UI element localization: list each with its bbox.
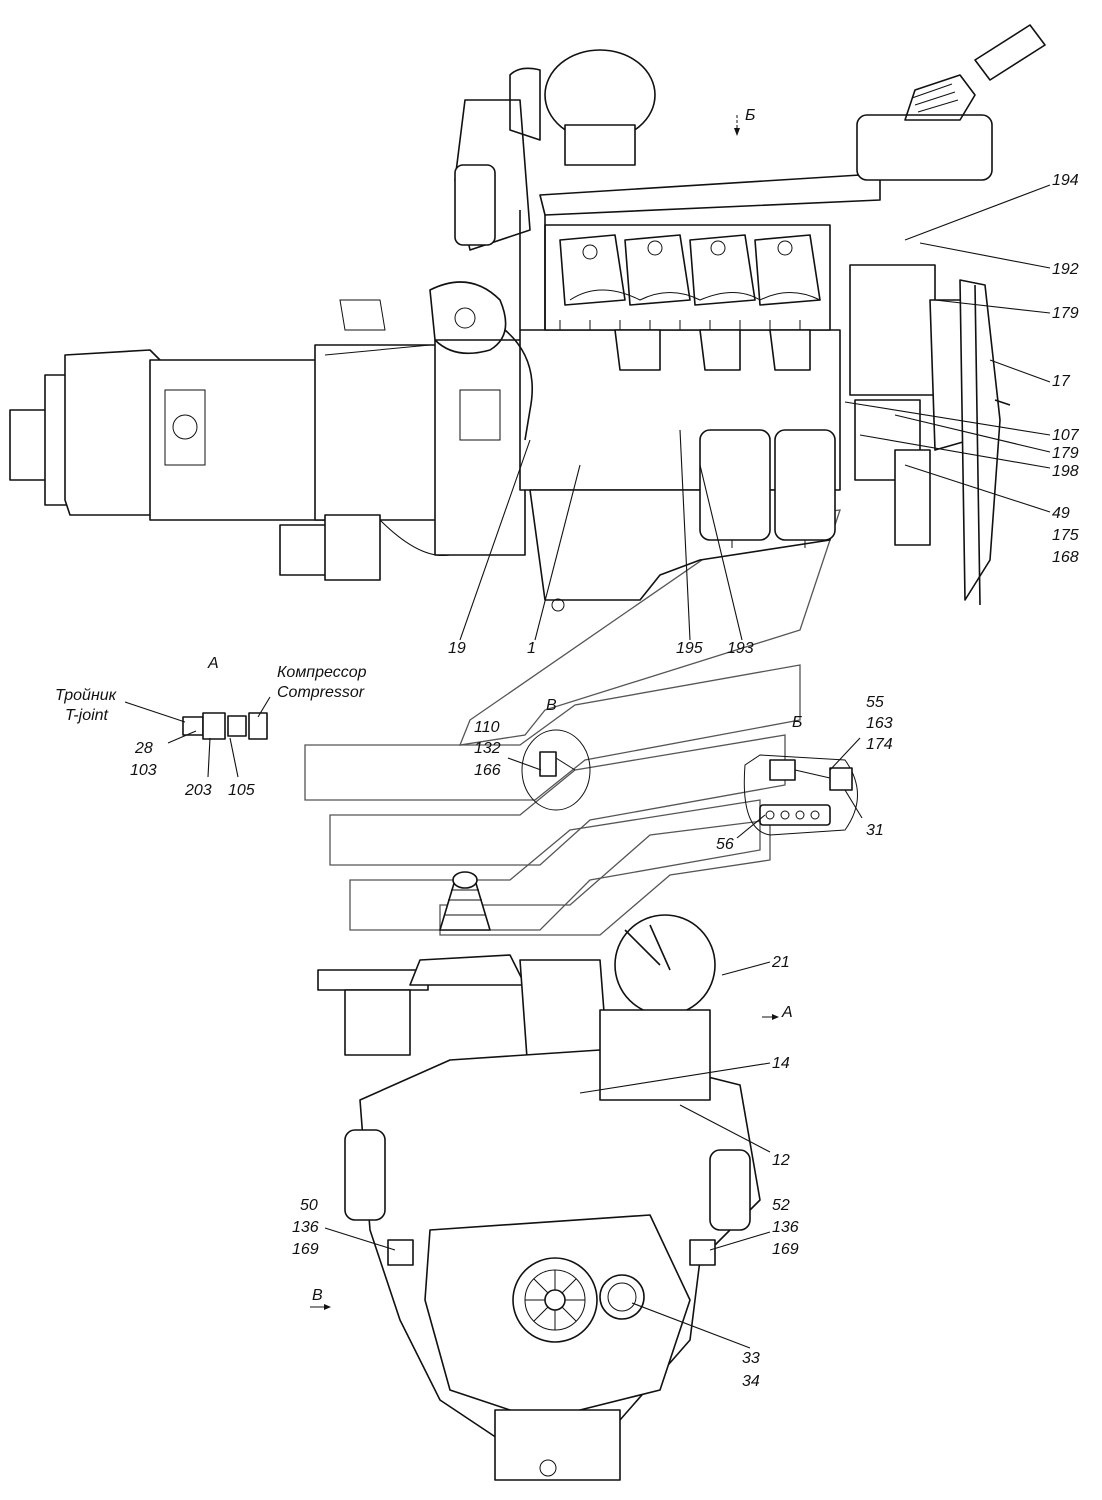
clutch-housing xyxy=(149,359,326,521)
part-label: 55 xyxy=(866,694,884,711)
part-label: 50 xyxy=(300,1197,318,1214)
fan-shroud xyxy=(959,279,1001,601)
detail-b xyxy=(736,737,863,839)
part-label: 174 xyxy=(866,736,893,753)
part-label: 12 xyxy=(772,1152,790,1169)
part-label: 103 xyxy=(130,762,157,779)
compressor-label-en: Compressor xyxy=(277,684,365,701)
engine-side-view xyxy=(9,24,1051,641)
view-arrow-b xyxy=(734,115,740,136)
part-label: 1 xyxy=(527,640,536,657)
part-label: 52 xyxy=(772,1197,790,1214)
air-intake-pipe xyxy=(539,174,881,216)
view-mark-v-front: В xyxy=(312,1287,323,1304)
cylinder-heads xyxy=(544,224,831,371)
part-label: 17 xyxy=(1052,373,1071,390)
part-label: 49 xyxy=(1052,505,1070,522)
part-label: 192 xyxy=(1052,261,1079,278)
part-label: 168 xyxy=(1052,549,1079,566)
flywheel-housing xyxy=(434,339,526,556)
part-label: 193 xyxy=(727,640,754,657)
view-mark-v: В xyxy=(546,697,557,714)
tee-label-ru: Тройник xyxy=(55,687,118,704)
gearbox-housing xyxy=(64,349,161,516)
part-label: 110 xyxy=(474,719,500,736)
air-duct xyxy=(454,99,531,251)
part-label: 136 xyxy=(772,1219,799,1236)
water-pump-housing xyxy=(849,264,936,396)
front-expansion-tank xyxy=(614,914,716,1016)
part-label: 21 xyxy=(771,954,790,971)
tee-label-en: T-joint xyxy=(65,707,109,724)
part-label: 34 xyxy=(742,1373,760,1390)
part-label: 132 xyxy=(474,740,501,757)
part-label: 169 xyxy=(772,1241,799,1258)
part-label: 194 xyxy=(1052,172,1079,189)
compressor-label-ru: Компрессор xyxy=(277,664,367,681)
view-mark-a-front: А xyxy=(781,1004,793,1021)
part-label: 175 xyxy=(1052,527,1079,544)
pulley-hub xyxy=(894,449,931,546)
part-label: 19 xyxy=(448,640,466,657)
part-label: 179 xyxy=(1052,445,1079,462)
view-mark-b-detail: Б xyxy=(792,714,802,731)
part-label: 203 xyxy=(184,782,212,799)
part-label: 136 xyxy=(292,1219,319,1236)
part-label: 56 xyxy=(716,836,734,853)
engine-front-view xyxy=(310,871,779,1481)
view-mark-b-top: Б xyxy=(745,107,755,124)
part-label: 107 xyxy=(1052,427,1080,444)
part-label: 169 xyxy=(292,1241,319,1258)
part-label: 166 xyxy=(474,762,501,779)
fuel-filter-2 xyxy=(774,429,836,541)
part-label: 195 xyxy=(676,640,703,657)
turbocharger xyxy=(429,281,507,355)
part-label: 28 xyxy=(134,740,153,757)
front-pump xyxy=(599,1274,645,1320)
fuel-filter-1 xyxy=(699,429,771,541)
detail-a xyxy=(124,696,271,778)
part-label: 163 xyxy=(866,715,893,732)
watermark-logo xyxy=(304,509,841,936)
starter-motor xyxy=(279,524,331,576)
view-mark-a: А xyxy=(207,655,219,672)
part-label: 105 xyxy=(228,782,255,799)
part-label: 31 xyxy=(866,822,884,839)
part-label: 179 xyxy=(1052,305,1079,322)
detail-v xyxy=(507,729,591,811)
part-label: 198 xyxy=(1052,463,1079,480)
part-label: 14 xyxy=(772,1055,790,1072)
gear-shift-lever xyxy=(856,24,1046,181)
part-label: 33 xyxy=(742,1350,760,1367)
